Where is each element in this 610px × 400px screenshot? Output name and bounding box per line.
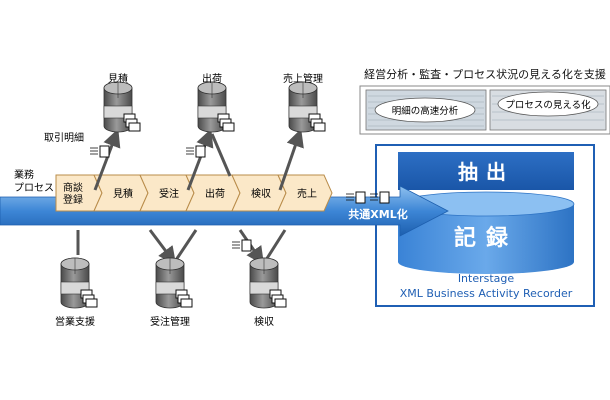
business-process-label-line1: 業務: [14, 168, 34, 181]
process-step-label-4-0: 検収: [251, 187, 271, 200]
process-step-label-2-0: 受注: [159, 187, 179, 200]
system-db-shipping: [197, 81, 235, 133]
product-name-line1: Interstage: [458, 272, 515, 285]
record-label: 記録: [454, 225, 518, 251]
extract-label: 抽出: [458, 160, 514, 184]
system-db-sales-support: [60, 257, 98, 309]
connector-arrows: [76, 128, 304, 265]
process-step-label-1-0: 見積: [113, 187, 133, 200]
top-caption: 経営分析・監査・プロセス状況の見える化を支援: [364, 67, 606, 81]
screen-label-fast-analysis: 明細の高速分析: [392, 105, 459, 117]
system-label-shipping: 出荷: [202, 72, 222, 85]
system-db-estimate: [103, 81, 141, 133]
xml-label: 共通XML化: [348, 207, 407, 221]
process-step-5: [277, 174, 333, 212]
process-step-label-0-0: 商談: [63, 181, 83, 194]
process-step-label-3-0: 出荷: [205, 187, 225, 200]
system-db-sales-management: [288, 81, 326, 133]
system-db-inspection: [249, 257, 287, 309]
process-step-label-5-0: 売上: [297, 187, 317, 200]
system-label-sales-management: 売上管理: [283, 72, 323, 85]
business-process-label-line2: プロセス: [14, 182, 54, 194]
process-step-label-0-1: 登録: [63, 193, 83, 206]
product-name-line2: XML Business Activity Recorder: [400, 287, 573, 300]
system-label-sales-support: 営業支援: [55, 315, 95, 328]
transaction-detail-label: 取引明細: [44, 131, 84, 144]
system-db-order-management: [155, 257, 193, 309]
dashboard-screens: [359, 85, 610, 135]
system-label-inspection: 検収: [254, 315, 274, 328]
screen-label-visualization: プロセスの見える化: [505, 99, 591, 111]
system-label-order-management: 受注管理: [150, 315, 190, 328]
system-label-estimate: 見積: [108, 72, 128, 85]
